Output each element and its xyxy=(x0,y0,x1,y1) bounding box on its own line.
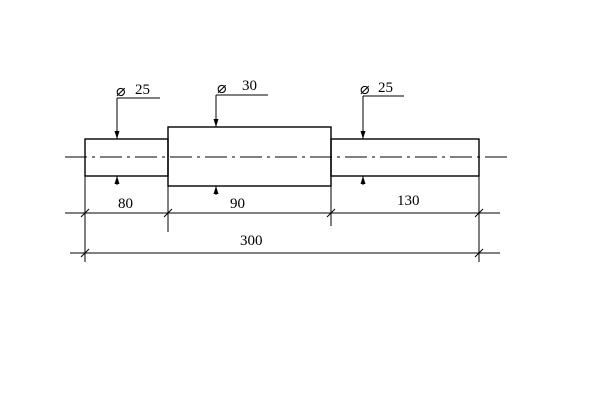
diameter-callout-right: ⌀ 25 xyxy=(360,79,404,185)
diameter-callout-middle: ⌀ 30 xyxy=(213,78,268,195)
length-label-left: 80 xyxy=(118,196,133,212)
diameter-callout-left: ⌀ 25 xyxy=(114,81,160,185)
diameter-label-left: 25 xyxy=(135,82,150,98)
diameter-label-right: 25 xyxy=(378,80,393,96)
diameter-symbol: ⌀ xyxy=(116,81,126,100)
diameter-symbol: ⌀ xyxy=(217,78,227,97)
length-label-right: 130 xyxy=(397,193,420,209)
total-length-dimension: 300 xyxy=(70,220,500,262)
total-length-label: 300 xyxy=(240,233,263,249)
length-label-middle: 90 xyxy=(230,196,245,212)
diameter-symbol: ⌀ xyxy=(360,79,370,98)
diameter-label-middle: 30 xyxy=(242,78,257,94)
length-dimensions: 80 90 130 xyxy=(65,176,500,232)
